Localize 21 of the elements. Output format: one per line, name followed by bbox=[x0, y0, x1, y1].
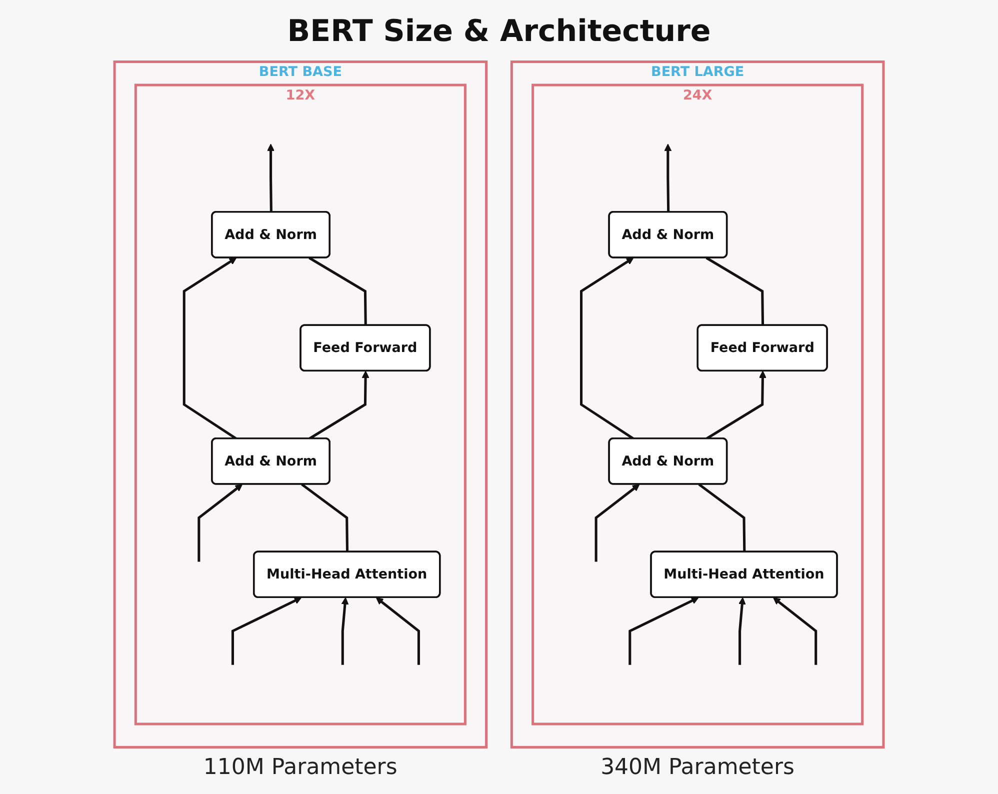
arrow bbox=[198, 484, 243, 562]
arrow bbox=[594, 484, 640, 562]
connector bbox=[308, 256, 367, 326]
connector bbox=[706, 256, 764, 326]
arrow bbox=[231, 597, 302, 665]
parameter-count-caption: 340M Parameters bbox=[600, 755, 794, 780]
arrow bbox=[376, 597, 420, 665]
arrow bbox=[706, 370, 766, 440]
arrow bbox=[628, 597, 699, 665]
arrow bbox=[738, 597, 746, 665]
connector bbox=[698, 483, 746, 552]
arrow bbox=[267, 144, 274, 212]
arrow bbox=[308, 370, 370, 440]
parameter-count-caption: 110M Parameters bbox=[203, 755, 398, 780]
arrow bbox=[182, 258, 237, 440]
arrow bbox=[580, 258, 634, 440]
connector bbox=[301, 483, 349, 552]
arrow bbox=[341, 597, 349, 665]
arrow bbox=[664, 144, 672, 212]
arrow bbox=[773, 597, 818, 665]
diagram-title: BERT Size & Architecture bbox=[287, 14, 711, 49]
